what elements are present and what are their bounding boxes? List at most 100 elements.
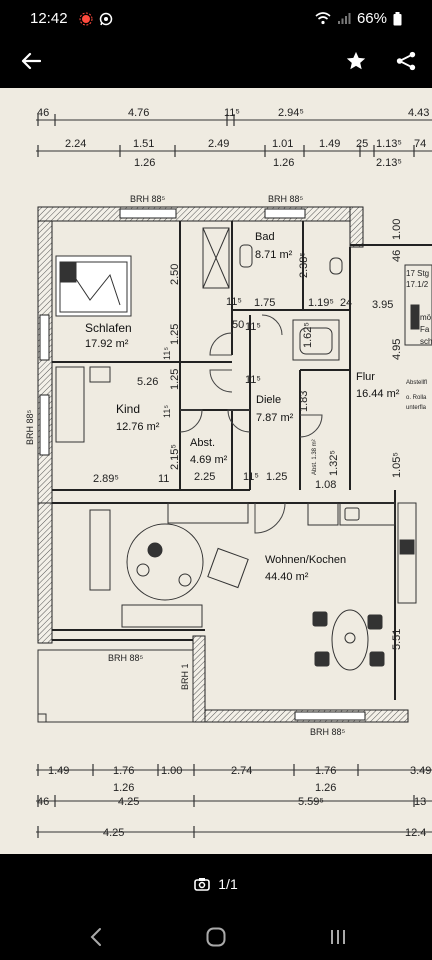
image-counter-bar: 1/1 — [0, 854, 432, 914]
dim-label: 1.26 — [315, 782, 336, 794]
dim-label: 2.74 — [231, 765, 252, 777]
brh-labels: BRH 88⁵ BRH 88⁵ BRH 88⁵ BRH 88⁵ BRH 88⁵ … — [25, 194, 346, 737]
room-area: 16.44 m² — [356, 388, 400, 400]
brh-label: BRH 88⁵ — [25, 409, 35, 445]
dim-label: 4.25 — [118, 796, 139, 808]
dim-label: 1.32⁵ — [328, 450, 340, 476]
dim-label: 1.26 — [113, 782, 134, 794]
dim-label: 11 — [158, 473, 169, 485]
furniture — [37, 227, 432, 723]
dim-label: 74 — [414, 138, 426, 150]
dim-label: 2.25 — [194, 471, 215, 483]
dim-label: 25 — [356, 138, 368, 150]
dim-label: 1.49 — [319, 138, 340, 150]
room-area: 44.40 m² — [265, 571, 309, 583]
record-icon — [79, 12, 93, 26]
dim-label: 46 — [37, 107, 49, 119]
dim-label: 2.24 — [65, 138, 86, 150]
floor-plan: 46 4.76 11⁵ 2.94⁵ 4.43 2.24 1.51 2.49 1.… — [25, 107, 432, 839]
dim-label: 1.62⁵ — [302, 322, 314, 348]
dim-label: 2.15⁵ — [169, 444, 181, 470]
dim-label: 1.25 — [169, 324, 181, 345]
dim-label: 12.4 — [405, 827, 426, 839]
app-bar — [0, 38, 432, 84]
dim-label: 1.51 — [133, 138, 154, 150]
dimension-lines — [36, 114, 432, 838]
share-icon — [396, 51, 416, 71]
dim-label: 2.49 — [208, 138, 229, 150]
dim-label: 1.25 — [266, 471, 287, 483]
dim-label: 1.83 — [298, 391, 310, 412]
dim-label: 2.13⁵ — [376, 157, 402, 169]
note-text: Fa — [420, 325, 430, 334]
battery-percent: 66% — [356, 10, 387, 27]
brh-label: BRH 88⁵ — [268, 194, 304, 204]
dim-label: 5.51 — [391, 629, 403, 650]
dim-label: 1.08 — [315, 479, 336, 491]
dim-label: 11⁵ — [245, 321, 261, 333]
dim-label: 2.38⁵ — [298, 252, 310, 278]
dim-label: 4.43 — [408, 107, 429, 119]
system-nav-bar — [0, 914, 432, 960]
camera-icon — [194, 878, 211, 891]
image-viewer[interactable]: 46 4.76 11⁵ 2.94⁵ 4.43 2.24 1.51 2.49 1.… — [0, 88, 432, 854]
dim-label: 1.49 — [48, 765, 69, 777]
dim-label: 24 — [340, 297, 352, 309]
room-name: Bad — [255, 231, 275, 243]
status-time: 12:42 — [30, 10, 68, 27]
room-labels: Schlafen 17.92 m² Bad 8.71 m² Kind 12.76… — [85, 231, 400, 583]
note-text: 17.1/2 — [406, 280, 429, 289]
nav-recents-button[interactable] — [318, 922, 358, 952]
inner-dimension-labels: 2.50 2.38⁵ 1.75 1.19⁵ 24 3.95 1.00 46 11… — [93, 219, 403, 650]
dim-label: 1.19⁵ — [308, 297, 334, 309]
dim-label: 1.25 — [169, 369, 181, 390]
room-area: 7.87 m² — [256, 412, 294, 424]
dimension-labels: 46 4.76 11⁵ 2.94⁵ 4.43 2.24 1.51 2.49 1.… — [37, 107, 431, 839]
brh-label: BRH 88⁵ — [310, 727, 346, 737]
room-name: Diele — [256, 394, 281, 406]
note-text: Abstellfl — [406, 380, 427, 386]
star-icon — [346, 51, 366, 70]
favorite-button[interactable] — [341, 46, 371, 76]
room-area: 17.92 m² — [85, 338, 129, 350]
recents-icon — [331, 930, 345, 944]
dim-label: 5.59⁵ — [298, 796, 324, 808]
note-text: 17 Stg — [406, 269, 429, 278]
nav-home-button[interactable] — [196, 922, 236, 952]
dim-label: Abst. 1.38 m² — [312, 439, 318, 475]
note-text: sch — [420, 337, 432, 346]
dim-label: 13 — [414, 796, 426, 808]
dim-label: 2.50 — [169, 264, 181, 285]
dim-label: 11⁵ — [224, 107, 240, 119]
dim-label: 1.00 — [391, 219, 403, 240]
note-text: o. Rolla — [406, 395, 427, 401]
brh-label: BRH 88⁵ — [130, 194, 166, 204]
dim-label: 46 — [37, 796, 49, 808]
dim-label: 11⁵ — [162, 347, 172, 360]
room-name: Schlafen — [85, 321, 132, 335]
windows — [39, 208, 366, 721]
room-name: Kind — [116, 402, 140, 416]
room-name: Abst. — [190, 437, 215, 449]
dim-label: 4.76 — [128, 107, 149, 119]
nav-back-button[interactable] — [76, 922, 116, 952]
room-area: 4.69 m² — [190, 454, 228, 466]
dim-label: 3.95 — [372, 299, 393, 311]
brh-label: BRH 1 — [180, 663, 190, 690]
back-button[interactable] — [16, 46, 46, 76]
dim-label: 1.05⁵ — [391, 452, 403, 478]
share-button[interactable] — [391, 46, 421, 76]
dim-label: 5.26 — [137, 376, 158, 388]
home-icon — [206, 927, 226, 947]
room-name: Flur — [356, 371, 375, 383]
dim-label: 1.26 — [273, 157, 294, 169]
dim-label: 11⁵ — [162, 405, 172, 418]
dim-label: 11⁵ — [226, 296, 242, 308]
dim-label: 1.01 — [272, 138, 293, 150]
brh-label: BRH 88⁵ — [108, 653, 144, 663]
back-arrow-icon — [21, 52, 41, 70]
whatsapp-icon — [99, 12, 113, 26]
dim-label: 50 — [232, 319, 244, 331]
image-counter: 1/1 — [218, 876, 238, 892]
dim-label: 1.13⁵ — [376, 138, 402, 150]
